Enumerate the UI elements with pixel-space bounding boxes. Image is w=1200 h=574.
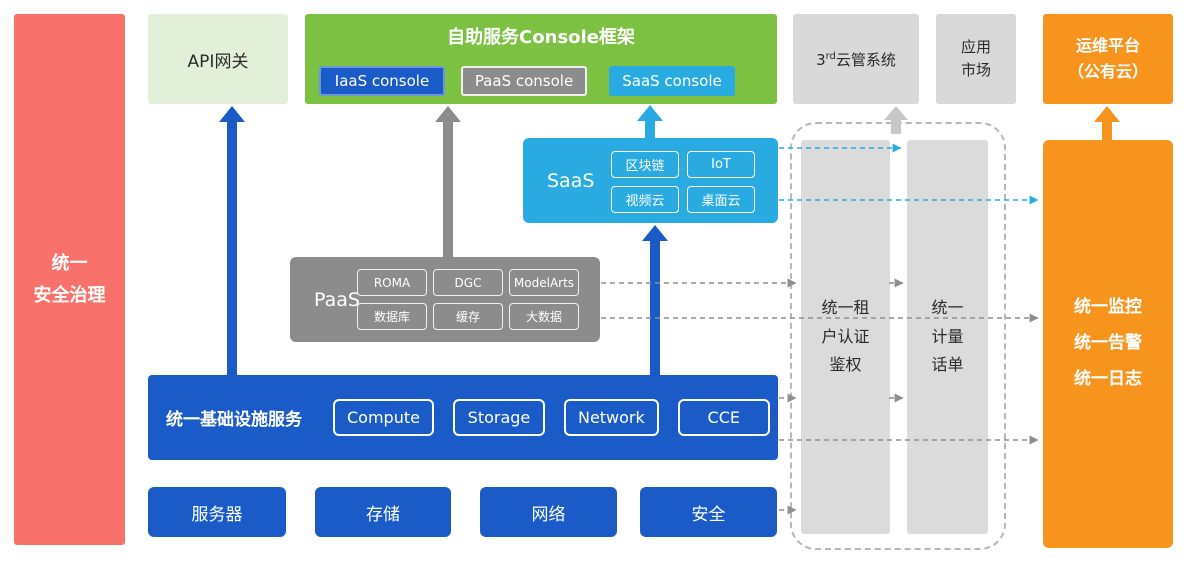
iaas-layer-label: 统一基础设施服务 [166,410,302,430]
paas-layer-label: PaaS [314,288,360,311]
paas-item-database: 数据库 [357,303,427,330]
saas-layer-box: SaaS 区块链 IoT 视频云 桌面云 [523,138,778,223]
app-market-box: 应用 市场 [936,14,1016,104]
arrow-iaas-to-saas [642,225,668,376]
tenant-auth-label: 统一租 户认证 鉴权 [821,297,870,375]
app-market-label: 应用 市场 [960,37,991,79]
resource-server-box: 服务器 [148,487,286,537]
iaas-item-cce: CCE [677,399,770,436]
paas-item-roma: ROMA [357,269,427,296]
arrow-paas-to-console [435,106,461,258]
api-gateway-label: API网关 [187,51,249,72]
monitoring-label: 统一监控 统一告警 统一日志 [1074,297,1142,389]
arrow-iaas-to-api-gateway [219,106,245,376]
ops-platform-box: 运维平台 （公有云） [1043,14,1173,104]
ops-platform-label: 运维平台 （公有云） [1067,36,1148,81]
security-governance-label: 统一 安全治理 [33,253,106,306]
paas-console-chip: PaaS console [461,66,587,96]
third-party-text: 云管系统 [835,50,896,69]
tenant-auth-bar: 统一租 户认证 鉴权 [801,140,890,534]
saas-items-grid: 区块链 IoT 视频云 桌面云 [611,151,755,213]
iaas-console-chip: IaaS console [319,66,445,96]
paas-item-cache: 缓存 [433,303,503,330]
arrow-monitor-to-ops-platform [1094,106,1120,141]
iaas-layer-box: 统一基础设施服务 Compute Storage Network CCE [148,375,778,460]
metering-label: 统一 计量 话单 [931,297,964,375]
resource-security-box: 安全 [640,487,777,537]
console-framework-title: 自助服务Console框架 [447,27,635,48]
third-party-cloud-label: 3rd云管系统 [816,49,896,70]
metering-bar: 统一 计量 话单 [907,140,988,534]
saas-item-video-cloud: 视频云 [611,186,679,213]
paas-item-dgc: DGC [433,269,503,296]
paas-item-bigdata: 大数据 [509,303,579,330]
saas-console-chip: SaaS console [609,66,735,96]
saas-item-iot: IoT [687,151,755,178]
paas-items-grid: ROMA DGC ModelArts 数据库 缓存 大数据 [357,269,579,330]
third-party-num: 3 [816,50,826,69]
arrow-saas-to-console [637,105,663,139]
iaas-item-compute: Compute [333,399,434,436]
iaas-console-label: IaaS console [334,72,430,90]
saas-layer-label: SaaS [547,169,595,192]
iaas-items-row: Compute Storage Network CCE [333,399,770,436]
iaas-item-network: Network [563,399,659,436]
paas-item-modelarts: ModelArts [509,269,579,296]
resource-storage-box: 存储 [315,487,451,537]
resource-network-box: 网络 [480,487,617,537]
api-gateway-box: API网关 [148,14,288,104]
saas-item-desktop-cloud: 桌面云 [687,186,755,213]
third-party-cloud-box: 3rd云管系统 [793,14,919,104]
monitoring-bar: 统一监控 统一告警 统一日志 [1043,140,1173,548]
iaas-item-storage: Storage [452,399,545,436]
console-framework-box: 自助服务Console框架 IaaS console PaaS console … [305,14,777,104]
paas-console-label: PaaS console [474,72,574,90]
saas-console-label: SaaS console [622,72,722,90]
paas-layer-box: PaaS ROMA DGC ModelArts 数据库 缓存 大数据 [290,257,600,342]
third-party-sup: rd [825,50,836,62]
saas-item-blockchain: 区块链 [611,151,679,178]
security-governance-bar: 统一 安全治理 [14,14,125,545]
